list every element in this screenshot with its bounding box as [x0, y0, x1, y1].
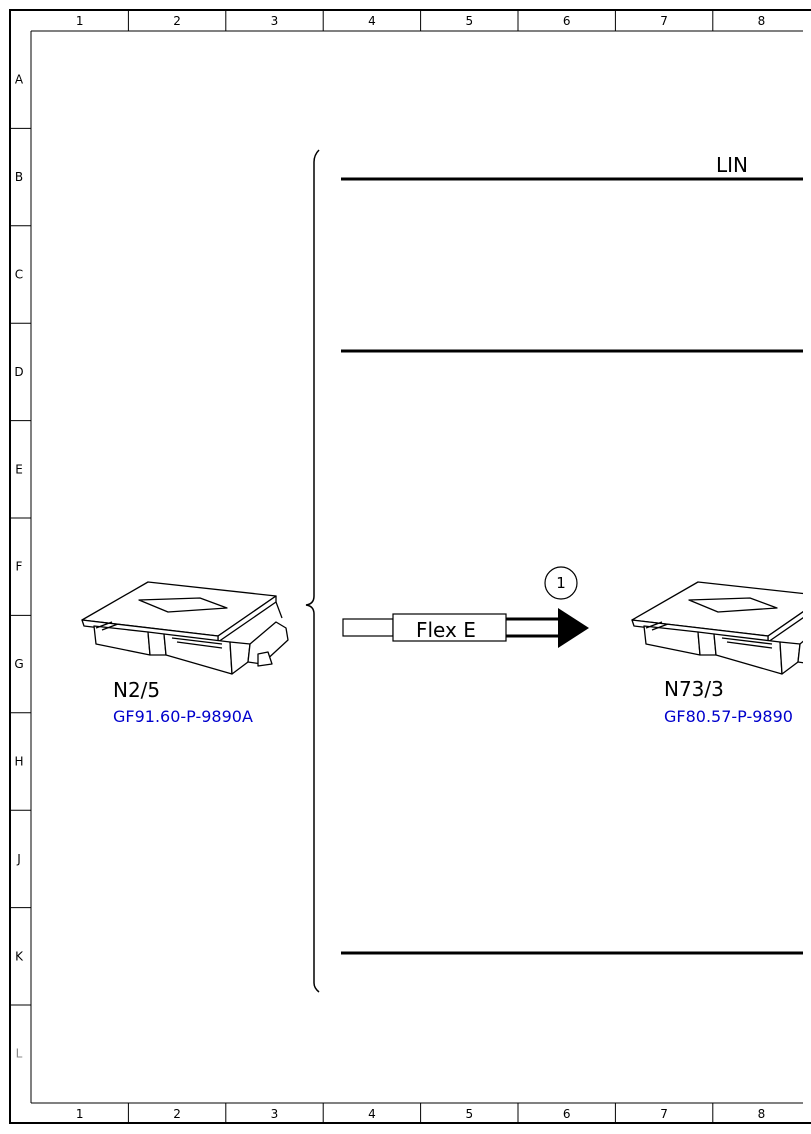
control-unit-n2-5[interactable]: N2/5 GF91.60-P-9890A	[81, 581, 289, 726]
grid-row-label: J	[16, 852, 21, 866]
grid-column-label: 8	[758, 1107, 766, 1121]
grid-row-label: A	[15, 73, 24, 87]
component-id: N73/3	[664, 677, 724, 701]
grid-row-label: H	[14, 755, 23, 769]
grid-row-label: G	[14, 657, 23, 671]
grid-column-label: 1	[76, 14, 84, 28]
grid-column-label: 7	[660, 14, 668, 28]
component-id: N2/5	[113, 678, 160, 702]
grid-column-label: 2	[173, 1107, 181, 1121]
lin-bus-label: LIN	[716, 153, 748, 177]
grid-columns-bottom: 1 2 3 4 5 6 7 8	[76, 1103, 765, 1123]
grid-column-label: 7	[660, 1107, 668, 1121]
grid-column-label: 5	[465, 14, 473, 28]
grid-row-label: D	[14, 365, 23, 379]
grid-rows-left: A B C D E F G H J K L	[10, 73, 31, 1061]
grid-row-label: K	[15, 949, 24, 963]
bus-bracket	[305, 149, 320, 993]
crop-mask	[803, 0, 811, 1134]
component-ref-link[interactable]: GF80.57-P-9890	[664, 707, 793, 726]
flex-e-stub	[342, 618, 394, 637]
grid-column-label: 4	[368, 14, 376, 28]
grid-column-label: 2	[173, 14, 181, 28]
grid-column-label: 3	[271, 14, 279, 28]
grid-column-label: 6	[563, 14, 571, 28]
grid-column-label: 8	[758, 14, 766, 28]
control-unit-icon	[631, 581, 811, 675]
grid-row-label: E	[15, 462, 23, 476]
control-unit-n73-3[interactable]: N73/3 GF80.57-P-9890	[631, 581, 811, 726]
grid-columns-top: 1 2 3 4 5 6 7 8	[76, 10, 765, 31]
control-unit-icon	[81, 581, 289, 675]
grid-row-label: L	[16, 1047, 23, 1061]
outer-border	[9, 9, 811, 1124]
grid-column-label: 1	[76, 1107, 84, 1121]
grid-row-label: F	[16, 560, 23, 574]
sheet-frame	[9, 9, 811, 1124]
component-ref-link[interactable]: GF91.60-P-9890A	[113, 707, 253, 726]
callout-number: 1	[556, 574, 566, 592]
grid-column-label: 3	[271, 1107, 279, 1121]
arrow-head-icon	[558, 608, 589, 648]
flex-e-label: Flex E	[416, 618, 476, 642]
grid-row-label: B	[15, 170, 23, 184]
flex-e-connection: Flex E 1	[342, 566, 589, 648]
grid-column-label: 5	[465, 1107, 473, 1121]
flex-e-box	[392, 613, 507, 642]
callout-circle	[544, 566, 578, 600]
grid-column-label: 4	[368, 1107, 376, 1121]
grid-row-label: C	[15, 268, 23, 282]
grid-column-label: 6	[563, 1107, 571, 1121]
